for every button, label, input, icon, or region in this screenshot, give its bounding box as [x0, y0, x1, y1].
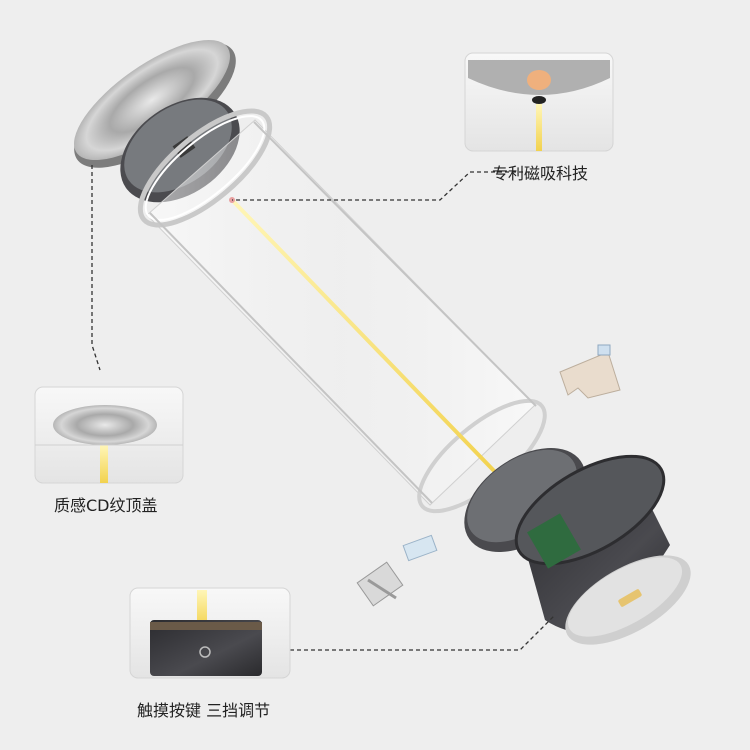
callout-top-cover-panel — [34, 386, 184, 484]
small-clip — [597, 344, 611, 356]
magnetic-tech-label: 专利磁吸科技 — [492, 164, 589, 183]
cd-top-cover-disc — [74, 39, 236, 168]
touch-key-label: 触摸按键 三挡调节 — [137, 701, 271, 720]
light-beam — [230, 198, 500, 477]
callout-magnetic-panel — [464, 52, 614, 152]
bracket-piece — [559, 351, 621, 399]
top-cover-label: 质感CD纹顶盖 — [54, 496, 158, 515]
callout-touch-panel — [129, 587, 291, 679]
leader-lines — [91, 165, 556, 651]
bottom-disc — [565, 555, 691, 645]
spring-contact-part — [356, 534, 438, 607]
